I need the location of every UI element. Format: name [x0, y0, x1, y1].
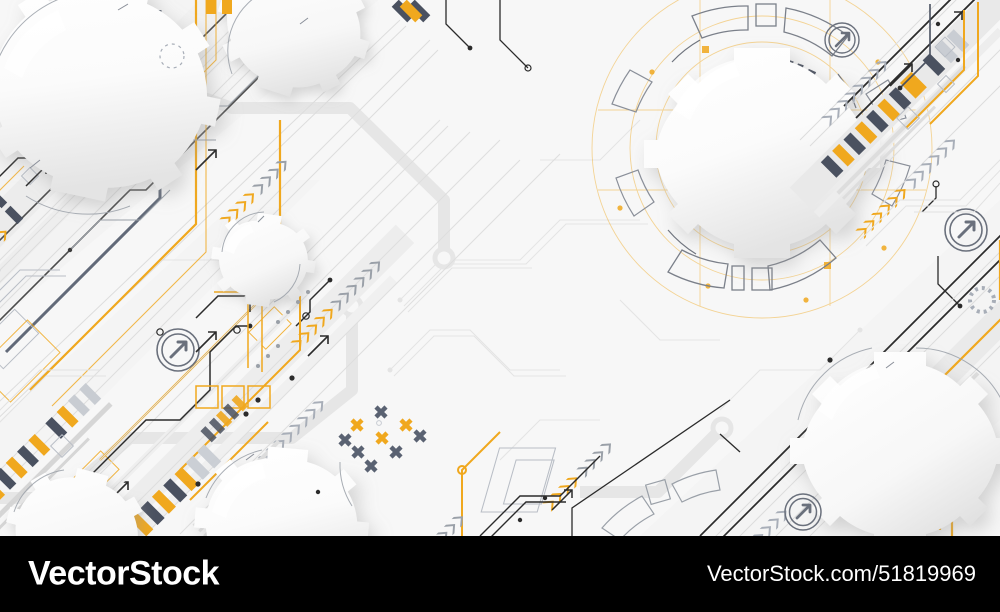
faint-circuit-traces	[119, 119, 863, 461]
circled-arrow-icon-right	[944, 208, 988, 252]
vectorstock-brand-label: VectorStock	[28, 554, 220, 593]
cluster-bottom-center	[436, 431, 601, 536]
vectorstock-url-label: VectorStock.com/51819969	[706, 561, 976, 586]
cluster-top-right	[789, 0, 1000, 309]
gear-bottom-left-small	[6, 467, 148, 536]
x-marks-cluster	[338, 405, 427, 473]
top-edge-bits	[159, 0, 532, 72]
cluster-bottom-right	[480, 234, 1000, 536]
pipe-bottom-right	[580, 423, 727, 498]
artwork-area	[0, 0, 1000, 536]
right-edge-traces	[859, 159, 1000, 247]
circled-arrow-icon-top	[824, 22, 860, 58]
circled-arrow-icon-bottom	[784, 493, 822, 531]
left-edge-traces	[0, 369, 106, 423]
dotted-circle-icon	[968, 286, 996, 314]
gear-top-left-small	[217, 0, 370, 97]
watermark-footer-bar: VectorStock VectorStock.com/51819969	[0, 536, 1000, 612]
